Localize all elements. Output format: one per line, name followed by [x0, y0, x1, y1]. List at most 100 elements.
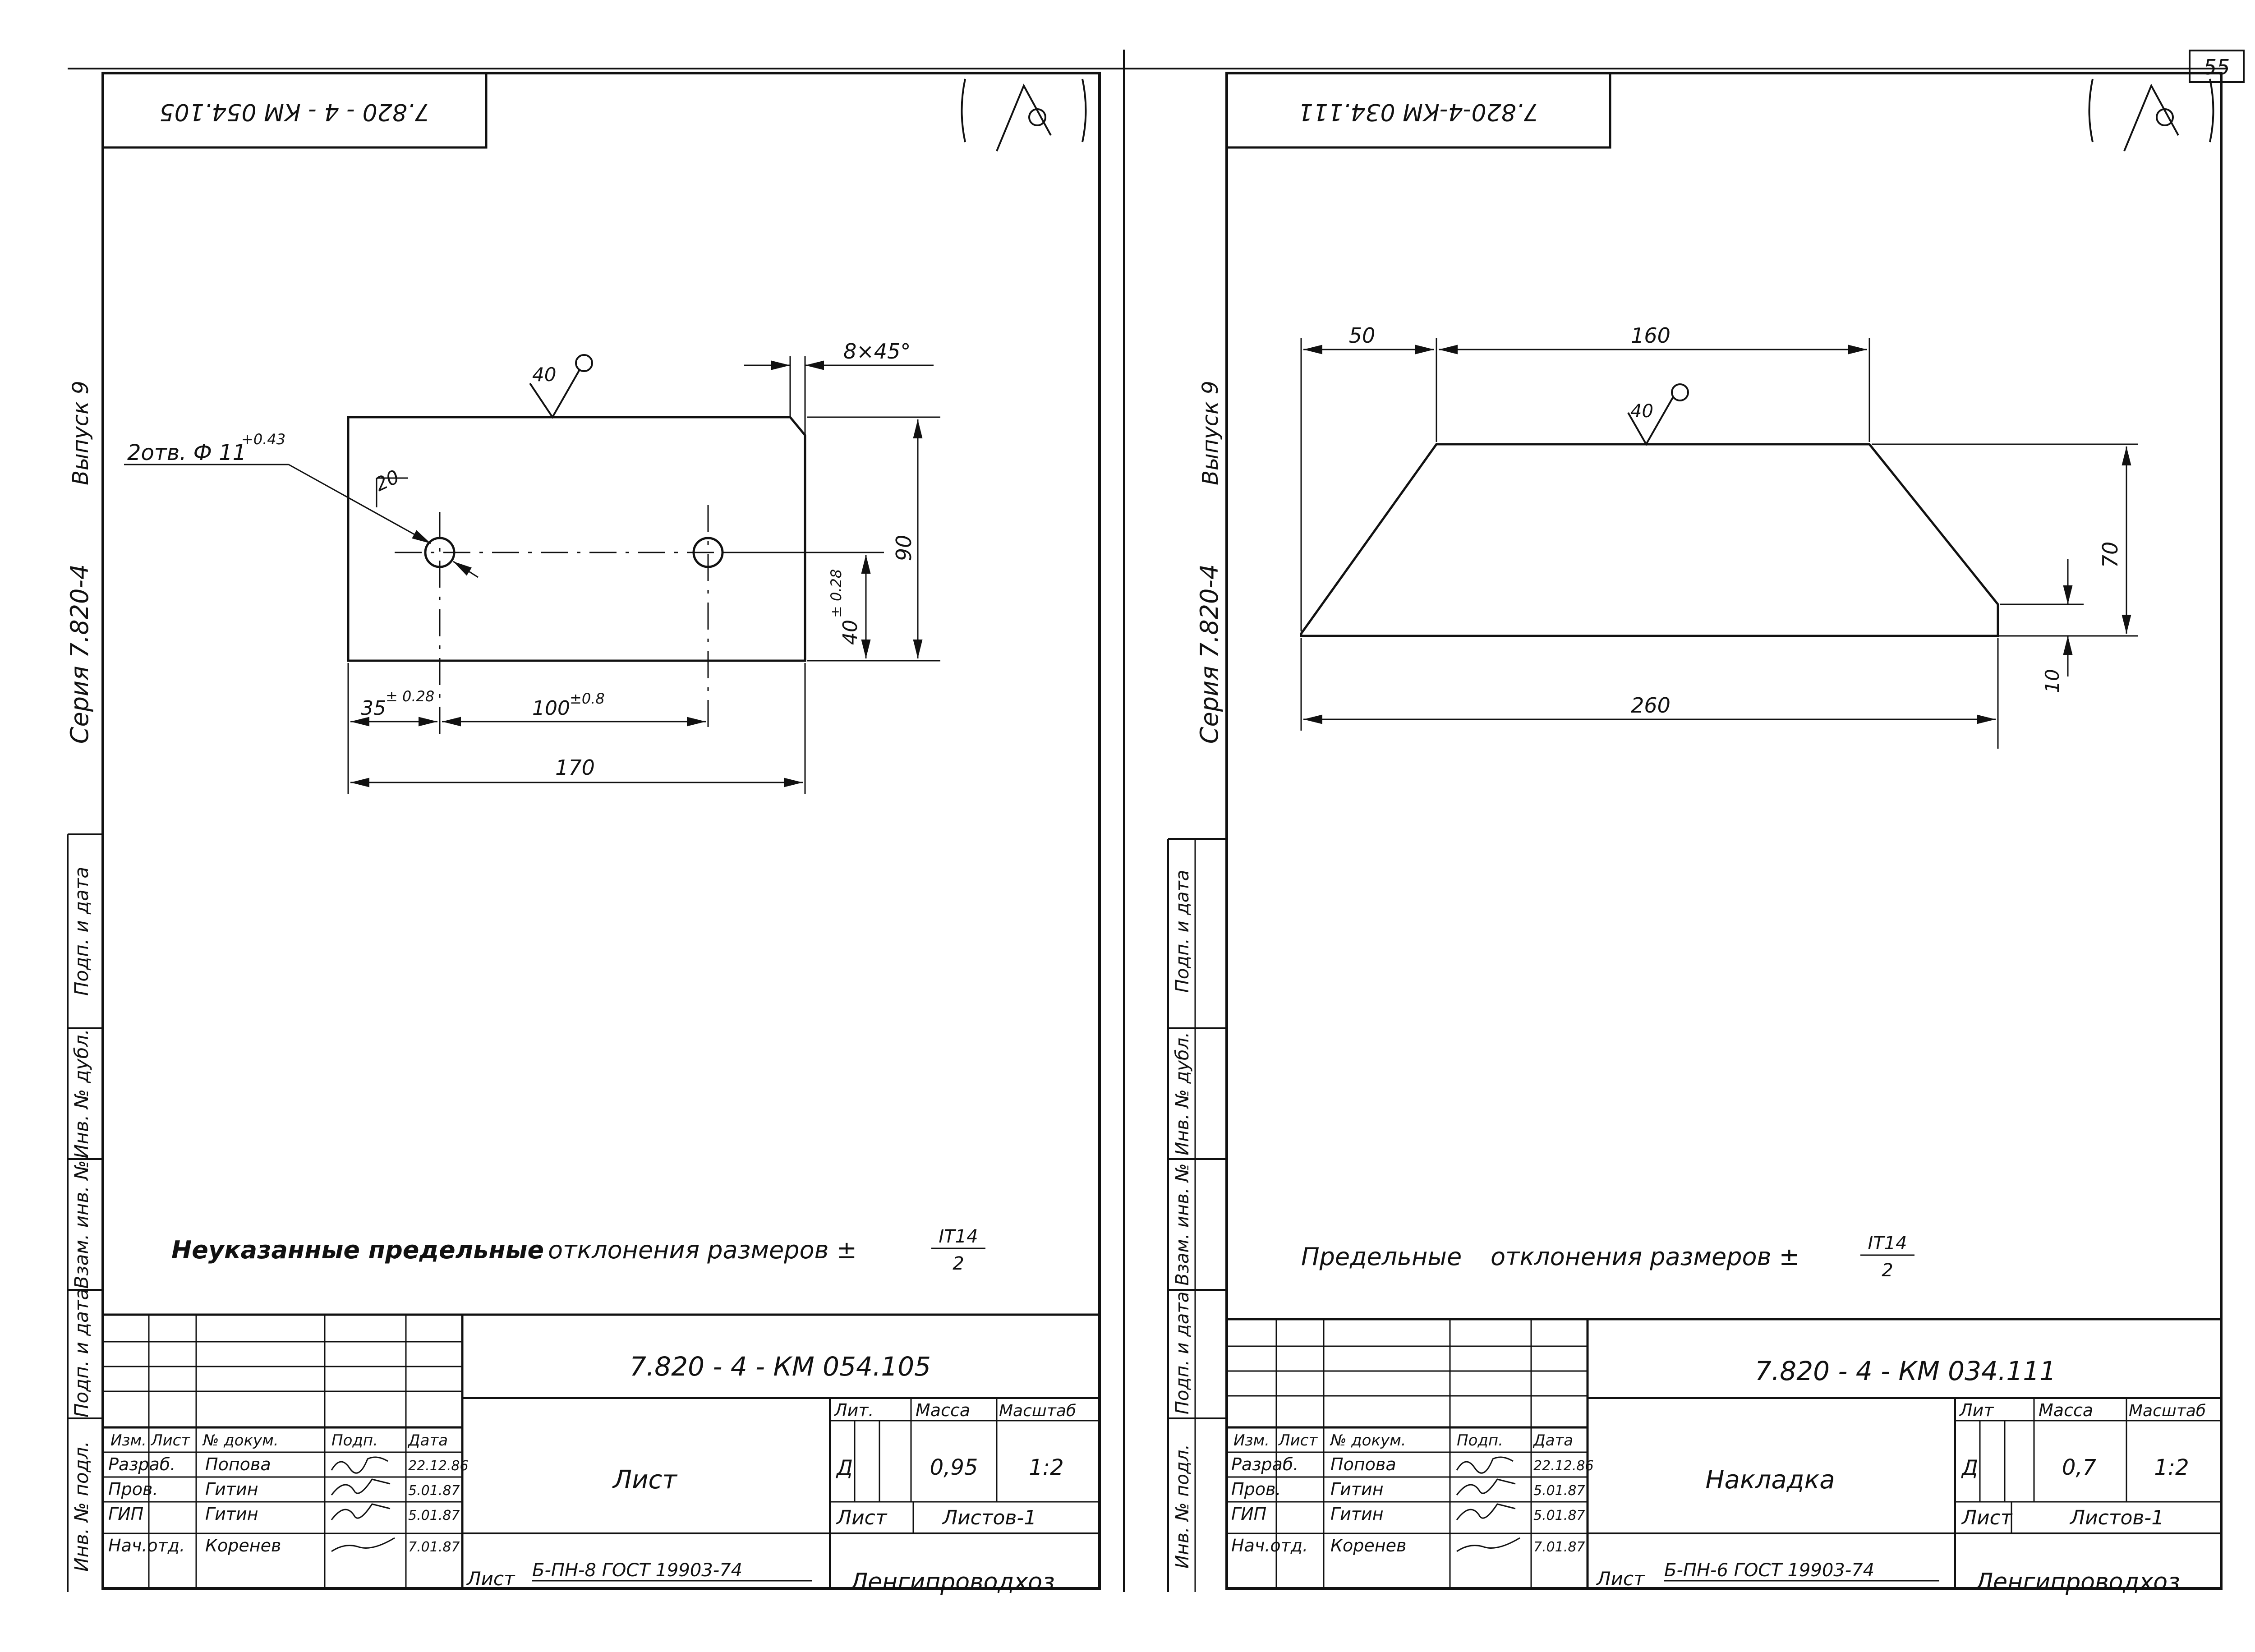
right-signature-icon-2 [1456, 1503, 1516, 1520]
left-hdr-0: Изм. [110, 1431, 147, 1450]
left-roughness-symbol [961, 78, 1087, 152]
left-row-1-role: Пров. [108, 1479, 158, 1499]
left-stamp-2: Подп. и дата [70, 867, 92, 996]
left-row-2-role: ГИП [108, 1504, 143, 1524]
right-lit-value: Д [1961, 1455, 1978, 1480]
right-stamp-0: Взам. инв. № [1172, 1163, 1193, 1286]
right-note-prefix: Предельные [1301, 1242, 1462, 1271]
left-signature-icon-3 [331, 1537, 395, 1552]
right-top-rough-mark [1627, 396, 1674, 446]
dim-50-label: 50 [1349, 323, 1376, 348]
left-row-1-date: 5.01.87 [408, 1483, 460, 1499]
right-hdr-0: Изм. [1233, 1431, 1270, 1450]
right-note-frac-den: 2 [1882, 1260, 1893, 1281]
left-series: Серия 7.820-4 [65, 564, 94, 744]
right-row-0-date: 22.12.86 [1533, 1458, 1594, 1474]
left-signature-icon-0 [331, 1456, 388, 1474]
right-org: Ленгипроводхоз [1974, 1569, 2180, 1596]
right-stamp-4: Инв. № подл. [1172, 1444, 1193, 1569]
right-row-3-date: 7.01.87 [1533, 1539, 1585, 1555]
right-side-stamp: Взам. инв. № Инв. № дубл. Подп. и дата П… [1167, 838, 1227, 1592]
left-note-prefix: Неуказанные предельные [171, 1236, 544, 1264]
right-mass-header: Масса [2039, 1400, 2093, 1420]
left-stamp-0: Взам. инв. № [70, 1160, 92, 1288]
right-doc-code: 7.820 - 4 - КМ 034.111 [1755, 1356, 2056, 1386]
right-stamp-3: Подп. и дата [1172, 1292, 1193, 1414]
right-signature-icon-3 [1456, 1537, 1520, 1552]
left-row-0-name: Попова [205, 1454, 271, 1474]
right-stamp-1: Инв. № дубл. [1172, 1032, 1193, 1155]
hole-leader [288, 464, 431, 544]
dim-160-label: 160 [1631, 323, 1671, 348]
right-signature-icon-0 [1456, 1456, 1514, 1474]
right-sheet-label: Лист [1961, 1506, 2013, 1529]
right-row-0-role: Разраб. [1231, 1454, 1298, 1474]
right-sheets-label: Листов-1 [2069, 1506, 2164, 1529]
left-material-prefix: Лист [466, 1568, 515, 1590]
h90-label: 90 [892, 535, 916, 561]
right-issue: Выпуск 9 [1198, 381, 1223, 485]
left-top-rough-circle [575, 354, 593, 372]
left-doc-code: 7.820 - 4 - КМ 054.105 [630, 1351, 931, 1382]
left-hdr-3: Подп. [331, 1431, 378, 1450]
h70-label: 70 [2098, 542, 2122, 568]
left-issue: Выпуск 9 [68, 381, 93, 485]
right-series: Серия 7.820-4 [1195, 564, 1224, 744]
right-hdr-4: Дата [1532, 1431, 1573, 1450]
left-side-stamp: Взам. инв. № Инв. № дубл. Подп. и дата П… [67, 833, 103, 1592]
left-lit-value: Д [836, 1455, 853, 1480]
left-org: Ленгипроводхоз [849, 1569, 1055, 1596]
left-row-3-role: Нач.отд. [108, 1536, 185, 1555]
right-row-1-date: 5.01.87 [1533, 1483, 1585, 1499]
right-scale-header: Масштаб [2129, 1402, 2206, 1420]
page-number-box [2189, 50, 2245, 83]
right-row-1-role: Пров. [1231, 1479, 1281, 1499]
right-row-3-name: Коренев [1330, 1536, 1406, 1555]
dim-260-label: 260 [1631, 693, 1671, 718]
left-scale-header: Масштаб [999, 1402, 1076, 1420]
right-top-rough-circle [1671, 383, 1689, 401]
x35-label: 35 [361, 697, 386, 720]
right-scale-value: 1:2 [2154, 1455, 2189, 1480]
x100-tol: ±0.8 [570, 690, 605, 707]
right-material-prefix: Лист [1596, 1568, 1645, 1590]
hole-leader-tail [453, 561, 479, 578]
left-stamp-3: Подп. и дата [70, 1288, 92, 1417]
x100-label: 100 [532, 697, 570, 720]
left-note-frac-num: IT14 [939, 1226, 978, 1247]
x35-tol: ± 0.28 [386, 688, 434, 705]
right-row-2-name: Гитин [1330, 1504, 1384, 1524]
left-top-rough-value: 40 [532, 364, 556, 386]
right-top-rough-value: 40 [1630, 401, 1653, 422]
right-header-code: 7.820-4-КМ 034.111 [1298, 98, 1539, 125]
left-note-suffix: отклонения размеров ± [548, 1236, 857, 1264]
right-part-outline [1300, 443, 1999, 637]
right-frame [1225, 72, 2223, 1590]
left-sheet: 7.820 - 4 - КМ 054.105 Взам. инв. № Инв.… [65, 72, 1101, 1596]
right-header-box [1225, 72, 1611, 149]
chamfer-label: 8×45° [843, 339, 911, 364]
h10-label: 10 [2041, 669, 2063, 693]
left-top-rough-mark [529, 369, 580, 419]
left-lit-header: Лит. [833, 1400, 874, 1420]
left-part-name: Лист [612, 1465, 677, 1495]
right-hdr-1: Лист [1278, 1431, 1318, 1450]
right-sheet: 7.820-4-КМ 034.111 Взам. инв. № Инв. № д… [1167, 72, 2223, 1596]
right-row-1-name: Гитин [1330, 1479, 1384, 1499]
right-part-name: Накладка [1705, 1465, 1835, 1495]
left-hdr-2: № докум. [202, 1431, 279, 1450]
right-signature-icon-1 [1456, 1478, 1516, 1496]
left-mass-header: Масса [916, 1400, 970, 1420]
holes-tolerance: +0.43 [241, 431, 285, 448]
right-stamp-2: Подп. и дата [1172, 870, 1193, 993]
right-title-block [1227, 1318, 2221, 1588]
left-row-2-name: Гитин [205, 1504, 258, 1524]
left-mass-value: 0,95 [930, 1455, 978, 1480]
right-row-0-name: Попова [1330, 1454, 1396, 1474]
right-mass-value: 0,7 [2062, 1455, 2097, 1480]
left-stamp-4: Инв. № подл. [70, 1441, 92, 1572]
right-row-2-date: 5.01.87 [1533, 1508, 1585, 1523]
right-lit-header: Лит [1959, 1400, 1994, 1420]
right-row-3-role: Нач.отд. [1231, 1536, 1308, 1555]
